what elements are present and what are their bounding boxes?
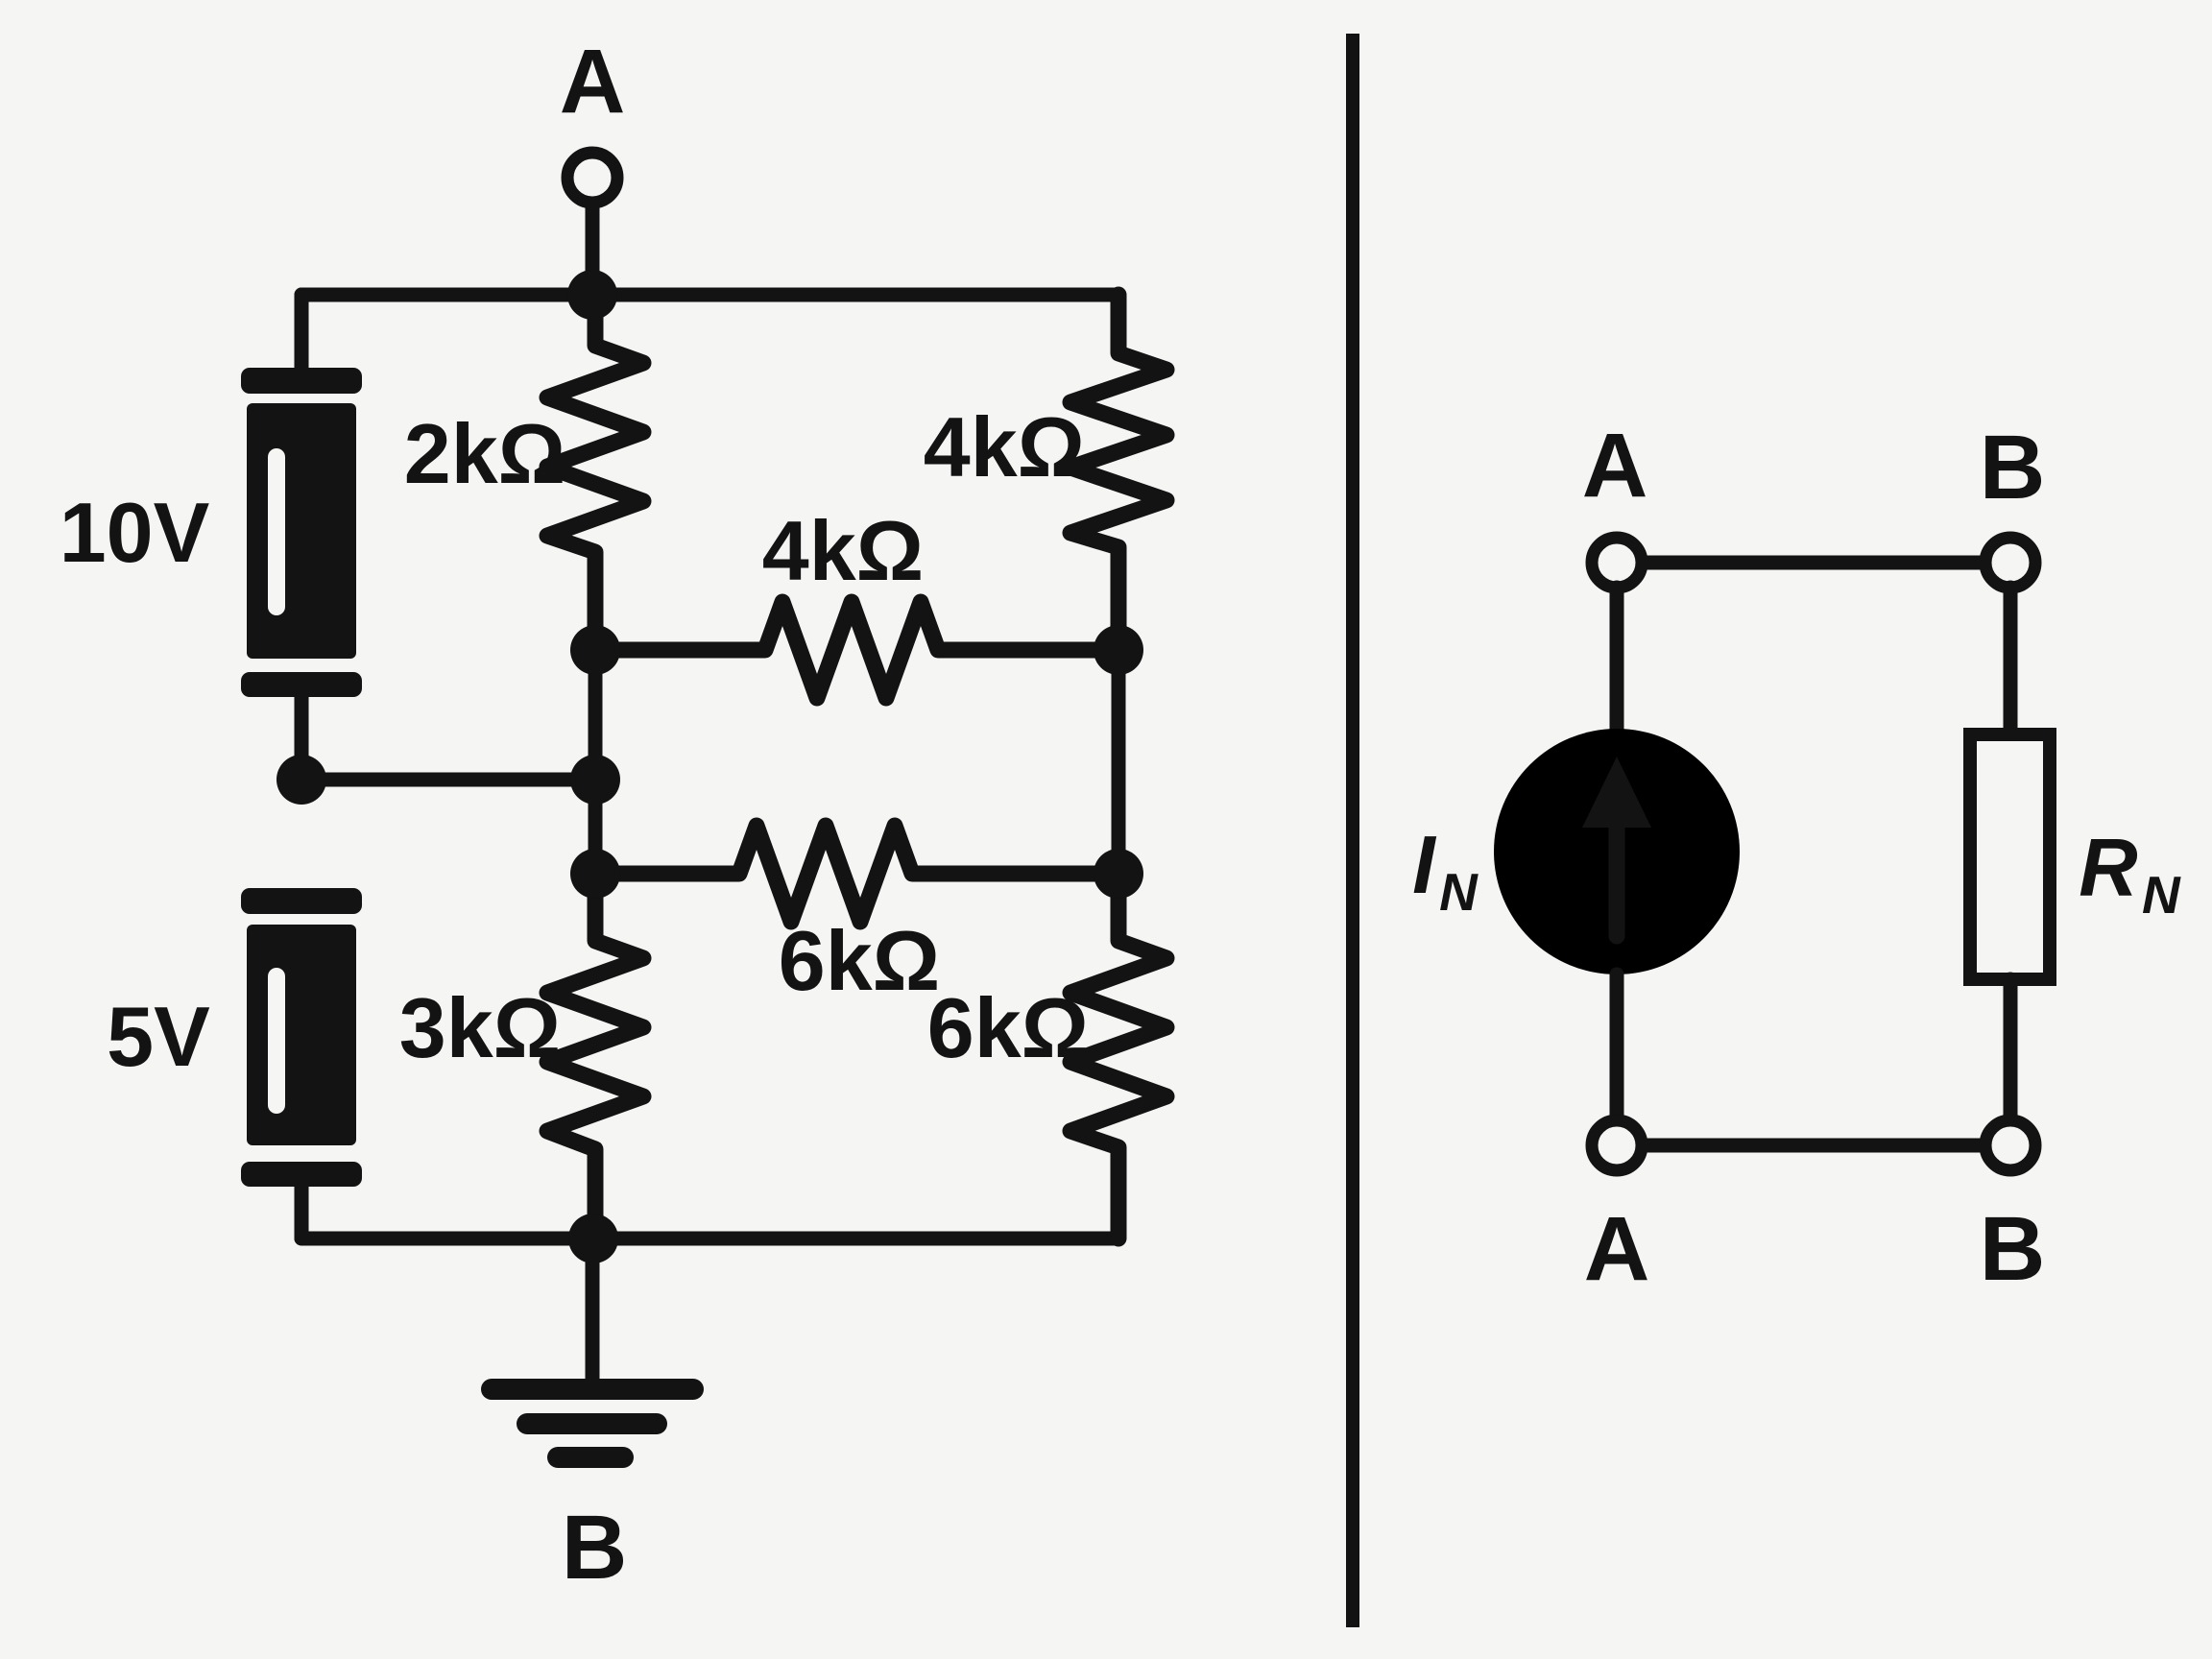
junction-dot-mid-left [570, 755, 620, 805]
resistor-4k-right-label: 4kΩ [924, 399, 1085, 494]
norton-terminal-a-bottom-label: A [1584, 1198, 1650, 1300]
ground-symbol [481, 1231, 704, 1468]
resistor-3k-label: 3kΩ [399, 980, 561, 1075]
terminal-b-bottom-label: B [562, 1497, 628, 1599]
battery-5v-symbol [241, 888, 362, 1187]
norton-terminal-a-top-circle [1585, 531, 1648, 594]
norton-resistance-symbol: R [2079, 823, 2137, 914]
current-source-arrow-icon [1582, 757, 1651, 945]
junction-dot-top-a [567, 270, 617, 320]
battery-10v-label: 10V [60, 485, 210, 580]
terminal-a-top-circle [561, 146, 624, 209]
resistor-2k-zigzag [539, 286, 652, 659]
norton-resistance-subscript: N [2142, 865, 2181, 925]
resistor-4k-horizontal-label: 4kΩ [762, 503, 924, 598]
current-source-label: I N [1412, 820, 1479, 922]
resistor-2k-label: 2kΩ [404, 406, 565, 501]
current-source-subscript: N [1439, 862, 1479, 922]
norton-terminal-b-top-circle [1979, 531, 2042, 594]
resistor-4k-right-zigzag [1062, 286, 1175, 659]
battery-5v-label: 5V [107, 989, 210, 1084]
resistor-6k-right-label: 6kΩ [927, 980, 1089, 1075]
source-network-circuit: A 10V 5V 2kΩ 4kΩ [60, 31, 1175, 1599]
resistor-3k-zigzag [539, 865, 652, 1247]
battery-10v-symbol [241, 368, 362, 697]
norton-resistance-label: R N [2079, 823, 2181, 925]
norton-terminal-a-bottom-circle [1585, 1114, 1648, 1177]
norton-terminal-b-bottom-circle [1979, 1114, 2042, 1177]
norton-terminal-b-top-label: B [1980, 417, 2046, 518]
current-source-symbol: I [1412, 820, 1437, 911]
junction-dot-6k-left [570, 849, 620, 899]
resistor-4k-horizontal-zigzag [587, 593, 1127, 707]
junction-dot-6k-right [1094, 849, 1143, 899]
resistor-6k-right-zigzag [1062, 865, 1175, 1247]
norton-equivalent-circuit: A B I N R N A B [1412, 415, 2181, 1300]
norton-resistor-box [1963, 728, 2056, 986]
norton-terminal-a-top-label: A [1582, 415, 1648, 517]
resistor-6k-horizontal-label: 6kΩ [779, 913, 940, 1008]
norton-terminal-b-bottom-label: B [1980, 1198, 2046, 1300]
junction-dot-4k-right [1094, 625, 1143, 675]
junction-dot-4k-left [570, 625, 620, 675]
terminal-a-top-label: A [560, 31, 626, 132]
resistor-6k-horizontal-zigzag [587, 817, 1127, 930]
